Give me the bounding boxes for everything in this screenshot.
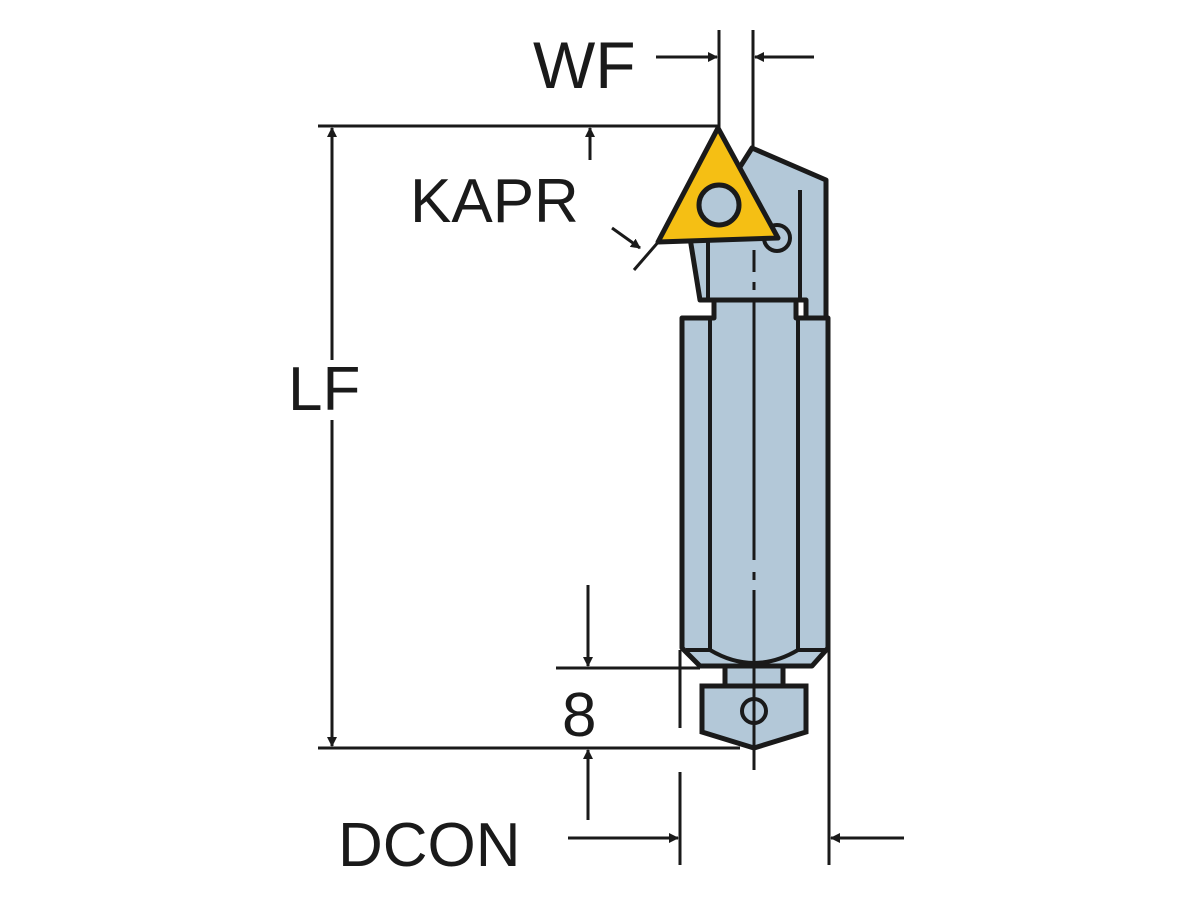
label-min-length: 8 (562, 681, 596, 750)
label-lf: LF (288, 355, 360, 424)
body-facets (686, 190, 826, 665)
insert-hole-icon (696, 182, 742, 228)
label-dcon: DCON (338, 811, 521, 880)
dimension-lines (318, 30, 904, 865)
label-wf: WF (533, 28, 636, 102)
label-kapr: KAPR (410, 167, 579, 236)
